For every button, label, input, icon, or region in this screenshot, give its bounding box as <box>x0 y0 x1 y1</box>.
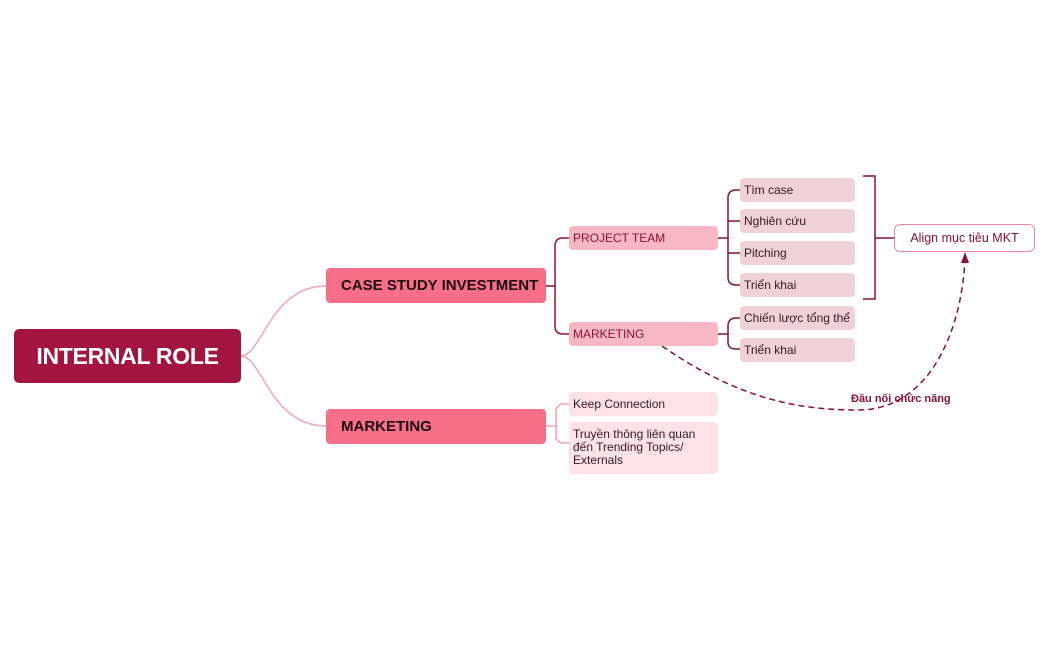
leaf-chien-luoc-tong-the[interactable]: Chiến lược tổng thể <box>740 306 855 330</box>
branch-case-study-investment[interactable]: CASE STUDY INVESTMENT <box>326 268 546 303</box>
root-node[interactable]: INTERNAL ROLE <box>14 329 241 383</box>
leaf-pitching[interactable]: Pitching <box>740 241 855 265</box>
branch-marketing[interactable]: MARKETING <box>326 409 546 444</box>
connection-label: Đầu nối chức năng <box>851 393 951 405</box>
node-project-team[interactable]: PROJECT TEAM <box>569 226 718 250</box>
leaf-truyen-thong[interactable]: Truyền thông liên quan đến Trending Topi… <box>569 422 718 474</box>
leaf-tim-case[interactable]: Tìm case <box>740 178 855 202</box>
leaf-trien-khai-1[interactable]: Triển khai <box>740 273 855 297</box>
leaf-keep-connection[interactable]: Keep Connection <box>569 392 718 416</box>
callout-align-muc-tieu[interactable]: Align mục tiêu MKT <box>894 224 1035 252</box>
leaf-trien-khai-2[interactable]: Triển khai <box>740 338 855 362</box>
leaf-nghien-cuu[interactable]: Nghiên cứu <box>740 209 855 233</box>
node-marketing-sub[interactable]: MARKETING <box>569 322 718 346</box>
